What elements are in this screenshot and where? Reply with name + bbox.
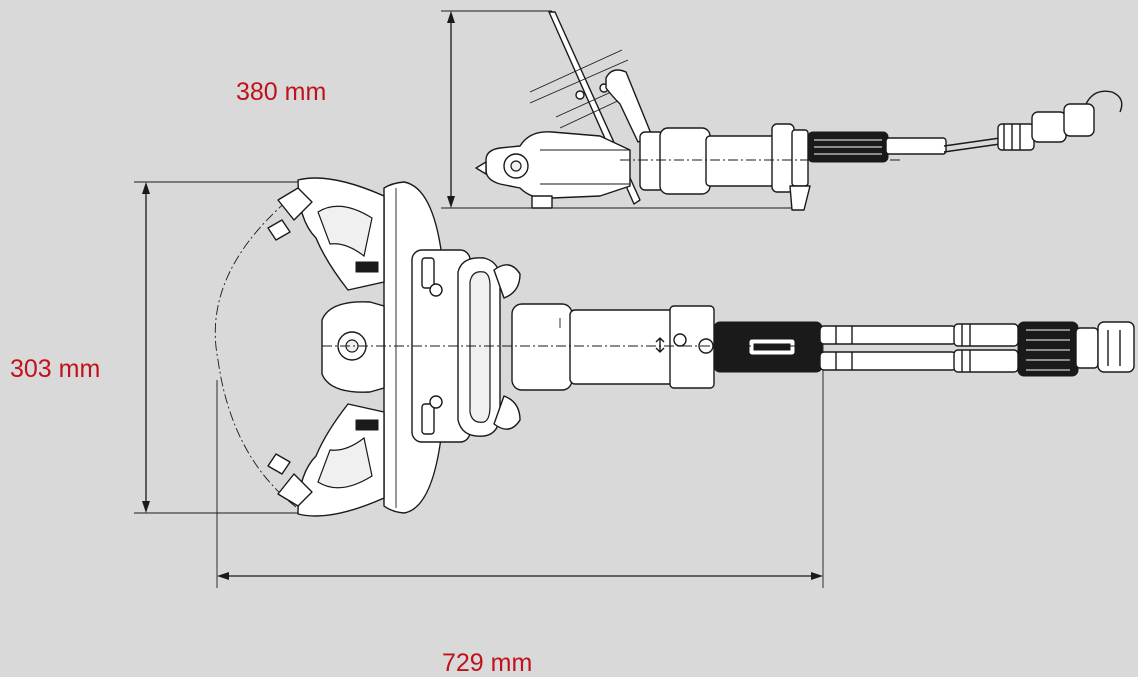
cutting-head (267, 177, 385, 517)
height-dimension-label: 380 mm (236, 78, 327, 106)
top-grip (713, 321, 823, 373)
side-cylinder (620, 123, 900, 211)
top-handle (457, 257, 521, 437)
top-cylinder (511, 303, 715, 391)
width-dimension-label: 303 mm (10, 355, 101, 383)
side-jaw (475, 131, 631, 209)
length-dimension-label: 729 mm (442, 649, 533, 677)
side-view (441, 10, 1123, 211)
top-hoses (819, 321, 1135, 377)
length-dimension-line (216, 340, 824, 588)
top-view (134, 177, 1135, 588)
width-dimension-line (134, 181, 310, 514)
sweep-arc (214, 189, 301, 511)
side-handle (605, 69, 653, 143)
side-grip-and-hoses (807, 90, 1123, 163)
height-dimension-line (441, 10, 800, 209)
